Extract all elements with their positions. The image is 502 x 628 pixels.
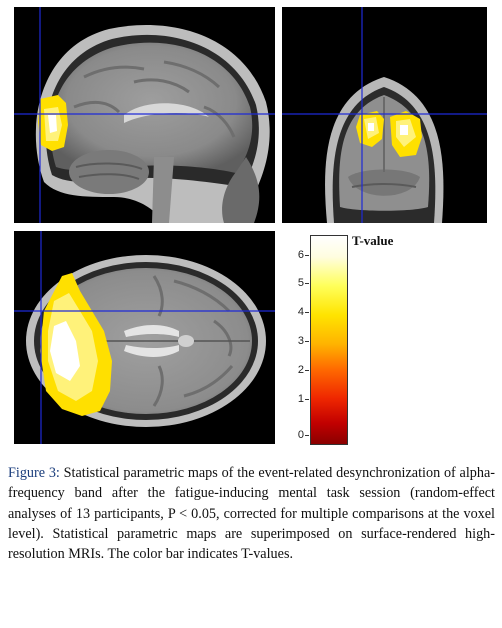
mri-axial-view xyxy=(14,231,275,444)
mri-sagittal-view xyxy=(14,7,275,223)
colorbar-tick-label: 3 xyxy=(297,335,304,347)
colorbar-tick-label: 0 xyxy=(297,429,304,441)
t-value-colorbar: 6 5 4 3 2 1 0 T-value xyxy=(285,233,485,448)
colorbar-tick-label: 2 xyxy=(297,364,304,376)
figure-caption: Figure 3: Statistical parametric maps of… xyxy=(8,463,495,564)
mri-coronal-view xyxy=(282,7,487,223)
colorbar-tick-label: 4 xyxy=(297,306,304,318)
colorbar-gradient xyxy=(310,235,348,445)
colorbar-tick-label: 5 xyxy=(297,277,304,289)
colorbar-tick-label: 1 xyxy=(297,393,304,405)
colorbar-tick-label: 6 xyxy=(297,249,304,261)
caption-text: Statistical parametric maps of the event… xyxy=(8,465,496,563)
figure-label: Figure 3: xyxy=(8,465,60,481)
colorbar-title: T-value xyxy=(352,233,394,248)
